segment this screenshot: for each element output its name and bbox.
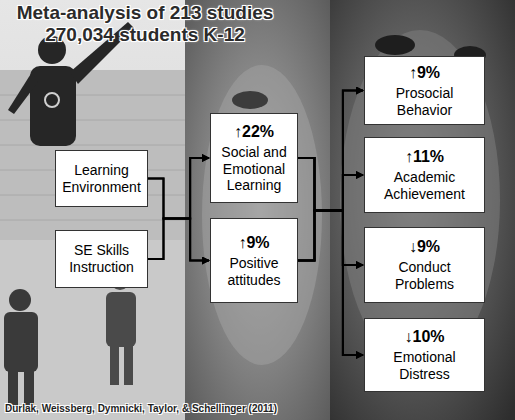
result-box: ↓9%Conduct Problems — [364, 227, 485, 303]
effect-size: ↓10% — [404, 327, 444, 347]
box-label: Positive attitudes — [217, 255, 291, 289]
flow-arrow — [298, 158, 363, 211]
box-label: Prosocial Behavior — [375, 85, 474, 119]
brick-lines — [0, 95, 195, 220]
flow-arrow — [298, 175, 363, 261]
result-box: ↓10%Emotional Distress — [364, 318, 485, 392]
slide-title: Meta-analysis of 213 studies 270,034 stu… — [10, 2, 280, 46]
child-figure — [4, 289, 38, 410]
flow-arrow — [148, 219, 209, 261]
flow-arrow — [298, 91, 363, 261]
flow-arrow — [148, 179, 209, 261]
box-label: SE Skills Instruction — [62, 242, 141, 276]
effect-size: ↑9% — [238, 233, 269, 253]
box-label: Academic Achievement — [375, 169, 474, 203]
effect-size: ↓9% — [409, 237, 440, 257]
box-label: Social and Emotional Learning — [217, 144, 291, 194]
sky — [0, 0, 195, 420]
result-box: ↑22%Social and Emotional Learning — [210, 113, 298, 203]
ground — [0, 240, 195, 420]
result-box: ↑9%Positive attitudes — [210, 218, 298, 303]
box-label: Learning Environment — [62, 162, 141, 196]
flow-arrow — [298, 158, 363, 355]
effect-size: ↑11% — [405, 147, 444, 167]
flow-arrow — [298, 91, 363, 211]
flow-arrow — [148, 158, 209, 259]
effect-size: ↑22% — [234, 122, 274, 142]
result-box: SE Skills Instruction — [55, 230, 148, 288]
result-box: Learning Environment — [55, 150, 148, 207]
effect-size: ↑9% — [409, 63, 440, 83]
box-label: Emotional Distress — [375, 349, 474, 383]
flow-arrow — [148, 158, 209, 219]
eye — [375, 35, 415, 55]
result-box: ↑9%Prosocial Behavior — [364, 56, 485, 125]
result-box: ↑11%Academic Achievement — [364, 137, 485, 213]
flow-arrow — [298, 211, 363, 266]
flow-arrow — [298, 211, 363, 356]
box-label: Conduct Problems — [375, 259, 474, 293]
face-photo — [330, 0, 515, 420]
child-face-photo — [185, 0, 335, 420]
citation: Durlak, Weissberg, Dymnicki, Taylor, & S… — [5, 403, 277, 414]
wall — [0, 70, 195, 240]
eye — [232, 91, 268, 109]
face-shape — [202, 65, 322, 365]
shirt-logo — [45, 93, 59, 107]
